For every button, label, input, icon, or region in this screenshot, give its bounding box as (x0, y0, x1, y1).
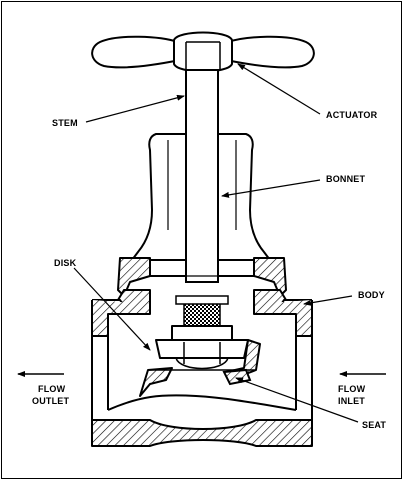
actuator-handwheel (91, 31, 315, 73)
disk (155, 325, 249, 370)
label-flow-inlet-2: INLET (338, 396, 365, 406)
label-disk: DISK (54, 258, 77, 268)
label-flow-outlet-2: OUTLET (32, 396, 69, 406)
bonnet-collar (117, 257, 287, 297)
stem (185, 69, 219, 283)
disk-leader (73, 267, 151, 351)
actuator-leader (237, 63, 321, 115)
bonnet-leader (221, 179, 321, 198)
body-leader (303, 295, 353, 306)
stem-nut (175, 295, 229, 305)
label-actuator: ACTUATOR (326, 110, 378, 120)
label-bonnet: BONNET (326, 174, 366, 184)
label-stem: STEM (52, 118, 78, 128)
label-flow-outlet-1: FLOW (38, 384, 66, 394)
leader-lines (73, 63, 359, 423)
seat-leader (235, 377, 359, 423)
label-body: BODY (358, 290, 385, 300)
label-flow-inlet-1: FLOW (338, 384, 366, 394)
stem-leader (85, 94, 185, 123)
label-seat: SEAT (362, 420, 386, 430)
